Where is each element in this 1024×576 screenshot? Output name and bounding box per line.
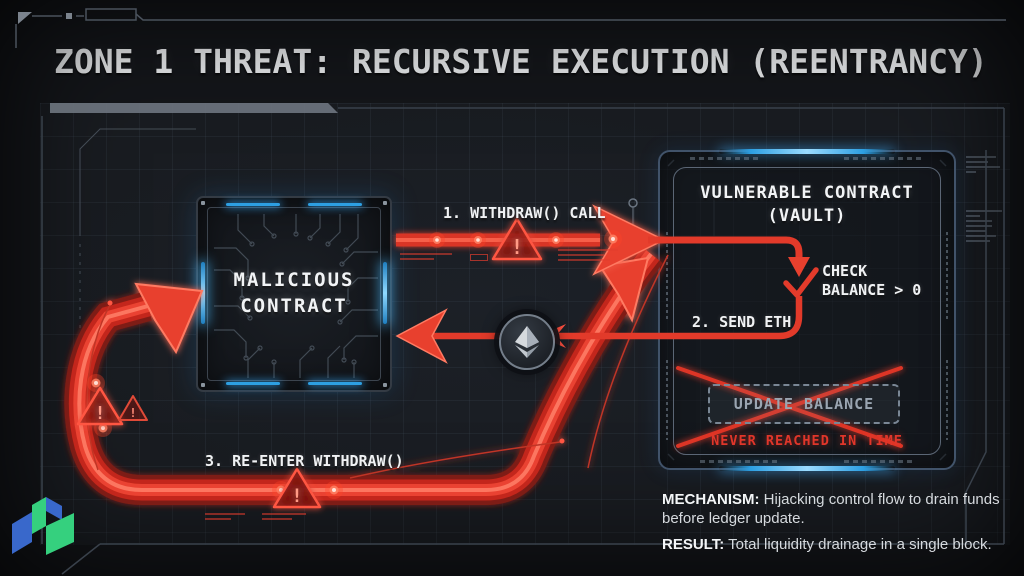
malicious-contract-box: MALICIOUS CONTRACT [196,196,392,392]
blue-accent-bar [719,466,895,471]
micro-text-decoration [470,254,488,264]
micro-text-decoration [966,156,1000,176]
withdraw-call-label: 1. WITHDRAW() CALL [443,204,606,222]
blue-accent-bar [226,203,280,206]
result-label: RESULT: [662,536,725,553]
never-reached-label: NEVER REACHED IN TIME [711,433,903,449]
malicious-contract-label: MALICIOUS CONTRACT [233,268,355,317]
micro-text-decoration [558,249,618,264]
footer-summary: MECHANISM: Hijacking control flow to dra… [662,490,1018,554]
blue-accent-bar [719,149,895,154]
micro-text-decoration [262,513,306,523]
micro-text-decoration [966,210,1002,245]
micro-text-decoration [205,513,245,523]
micro-text-decoration [400,253,452,263]
vault-title: VULNERABLE CONTRACT (VAULT) [700,183,914,226]
update-balance-step: UPDATE BALANCE [708,384,900,424]
mechanism-line: MECHANISM: Hijacking control flow to dra… [662,491,1000,527]
brand-logo [12,497,74,555]
eth-icon [499,314,555,370]
blue-accent-bar [308,203,362,206]
reenter-withdraw-label: 3. RE-ENTER WITHDRAW() [205,452,404,470]
blue-accent-bar [226,382,280,385]
send-eth-label: 2. SEND ETH [692,313,792,331]
mechanism-label: MECHANISM: [662,491,760,508]
result-line: RESULT: Total liquidity drainage in a si… [662,536,992,553]
page-title: ZONE 1 THREAT: RECURSIVE EXECUTION (REEN… [54,42,988,81]
blue-accent-bar [308,382,362,385]
check-balance-label: CHECK BALANCE > 0 [822,262,922,299]
